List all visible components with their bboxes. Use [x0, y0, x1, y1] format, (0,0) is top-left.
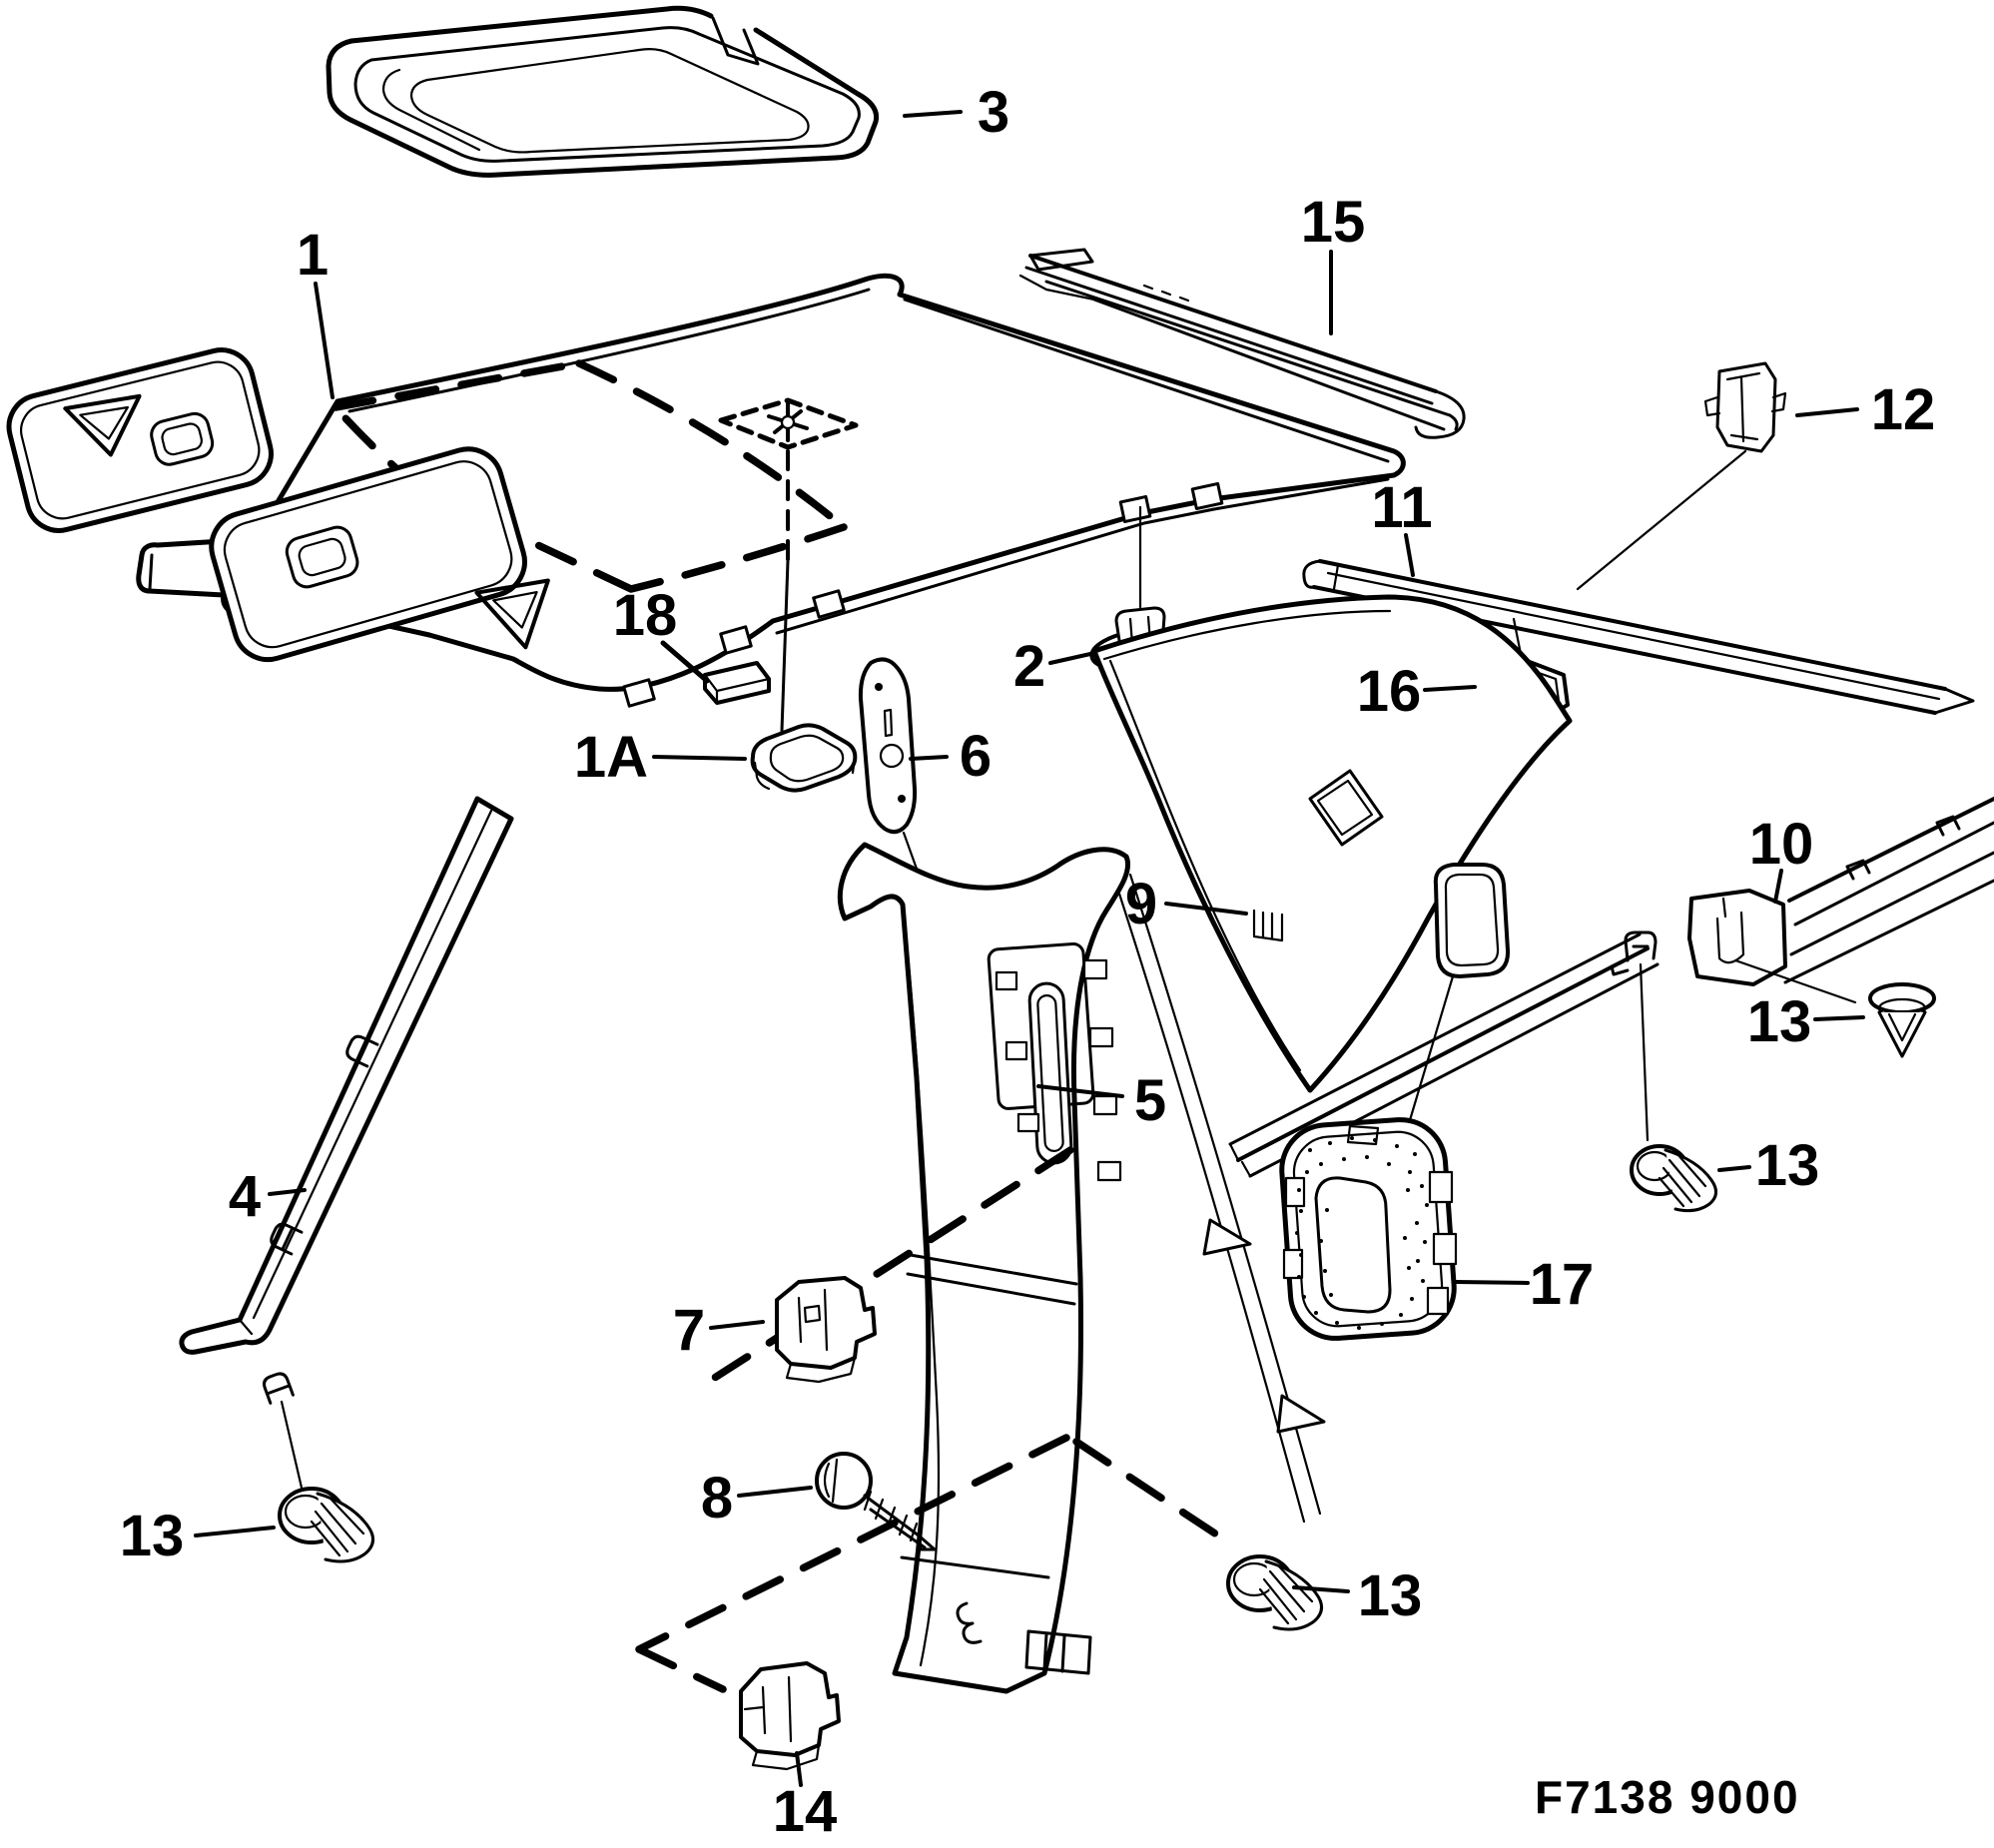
callout-11: 11	[1371, 475, 1432, 540]
fastener-marker-box	[718, 397, 859, 450]
trim-hook	[263, 1372, 295, 1405]
callout-13-left: 13	[120, 1504, 185, 1568]
callout-16: 16	[1357, 659, 1422, 724]
callout-3: 3	[978, 80, 1009, 145]
callout-9: 9	[1125, 872, 1157, 936]
flange-hook	[1276, 1394, 1326, 1434]
mounting-pad	[703, 661, 771, 705]
trim-hook	[270, 1222, 304, 1256]
callout-13-mid: 13	[1358, 1563, 1423, 1628]
edge-hole	[812, 589, 846, 619]
callout-12: 12	[1871, 377, 1936, 442]
push-pin-clip	[1733, 958, 1936, 1058]
callout-18: 18	[613, 583, 678, 648]
callout-10: 10	[1749, 812, 1814, 877]
pillar-clip	[695, 1146, 1074, 1392]
visor-latch	[285, 525, 359, 589]
pillar-lamp-cover	[1279, 1117, 1458, 1341]
callout-15: 15	[1301, 190, 1366, 255]
sunroof-opening-outline	[332, 359, 859, 733]
grommet-clip-left	[278, 1487, 374, 1563]
grommet-clip-right	[1630, 1144, 1717, 1213]
stipple-texture	[1295, 1136, 1429, 1330]
lamp-recess	[1433, 863, 1511, 978]
strip-clip	[1576, 361, 1787, 591]
callout-6: 6	[960, 724, 992, 789]
callout-1a: 1A	[574, 725, 648, 790]
c-pillar-panel	[1091, 594, 1573, 1122]
sun-visor-right	[209, 446, 550, 663]
callout-5: 5	[1134, 1068, 1166, 1133]
flange-hook	[1202, 1218, 1252, 1256]
edge-hole	[622, 678, 656, 708]
rail-hook-clip	[1610, 930, 1658, 976]
callout-2: 2	[1013, 634, 1045, 699]
roof-rail-front	[1018, 248, 1466, 439]
grommet-clip-mid	[1072, 1438, 1323, 1631]
callout-17: 17	[1530, 1252, 1595, 1317]
edge-hole	[719, 625, 753, 655]
warning-triangle-icon	[63, 393, 142, 457]
callout-4: 4	[229, 1164, 261, 1229]
edge-hole	[1118, 495, 1152, 523]
callout-13-right-upper: 13	[1747, 989, 1812, 1054]
figure-code: F7138 9000	[1535, 1771, 1800, 1823]
screw	[815, 1452, 937, 1551]
sunroof-frame-gasket	[750, 723, 858, 793]
cross-marker-icon	[767, 401, 809, 442]
a-pillar-trim	[179, 796, 514, 1490]
lower-pillar-clip	[635, 1434, 1070, 1771]
callout-14: 14	[773, 1779, 838, 1844]
sunroof-seal	[326, 5, 880, 178]
leader-lines	[194, 110, 1865, 1787]
callout-7: 7	[673, 1298, 705, 1363]
callout-labels: 1 3 15 11 12 16 2 18 1A 6 9 10 13 13 17 …	[120, 80, 1936, 1844]
sun-visor-left	[6, 347, 274, 533]
trim-hook	[345, 1034, 379, 1068]
warning-triangle-icon	[474, 578, 550, 650]
b-pillar-trim	[837, 842, 1326, 1694]
callout-8: 8	[701, 1466, 733, 1531]
rail-junction	[1687, 889, 1787, 986]
callout-1: 1	[297, 223, 329, 288]
callout-13-right-lower: 13	[1755, 1133, 1820, 1198]
visor-latch	[150, 411, 215, 466]
edge-hole	[1190, 482, 1224, 510]
